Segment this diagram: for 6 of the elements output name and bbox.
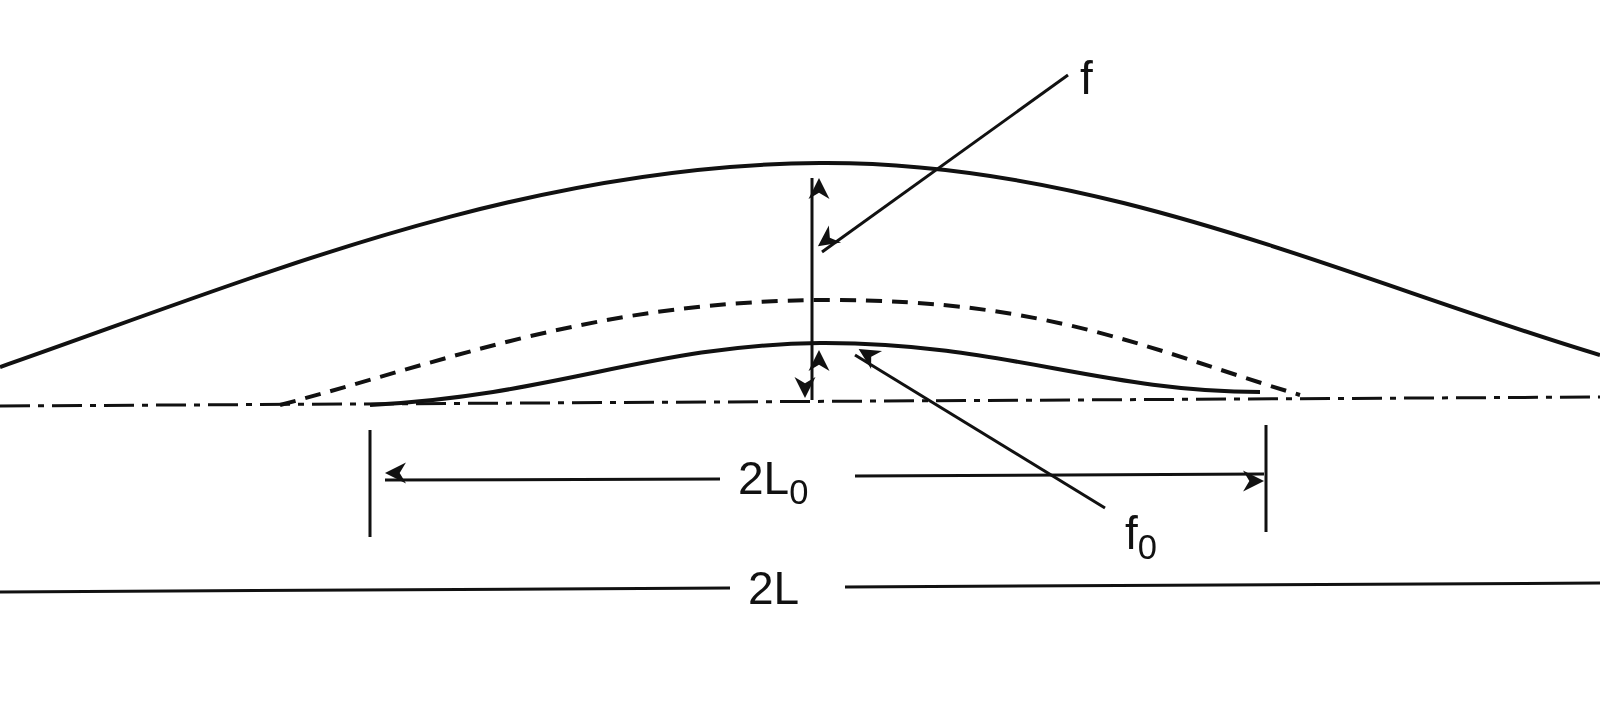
callout-label: f$_{0}$	[1125, 510, 1157, 565]
leader-line	[817, 73, 1069, 254]
leader-line	[854, 349, 1106, 510]
dimension-label: 2L	[748, 565, 800, 611]
dimension-label: 2L$_{0}$	[738, 455, 809, 510]
callout-label: f	[1080, 55, 1093, 101]
